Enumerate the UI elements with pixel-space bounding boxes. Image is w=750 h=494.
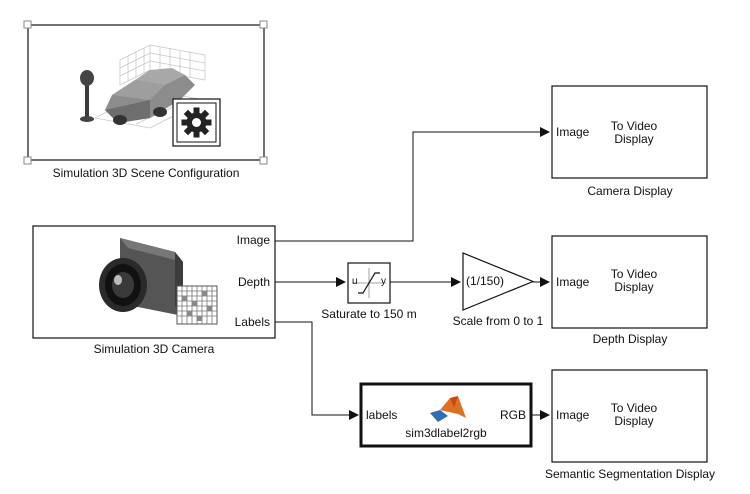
camera-display-line2: Display <box>614 132 654 146</box>
gain-block[interactable] <box>462 252 535 311</box>
label2rgb-port-rgb: RGB <box>499 408 526 422</box>
depth-display-block[interactable] <box>551 235 708 329</box>
camera-display-block[interactable] <box>551 85 708 179</box>
segmentation-display-port: Image <box>556 408 590 422</box>
gain-title: Scale from 0 to 1 <box>452 314 544 328</box>
saturate-title: Saturate to 150 m <box>321 307 417 321</box>
camera-display-line1: To Video <box>610 119 658 133</box>
saturation-block[interactable] <box>347 262 391 304</box>
label2rgb-port-labels: labels <box>366 408 398 422</box>
selection-handle[interactable] <box>23 156 32 165</box>
depth-display-title: Depth Display <box>592 332 668 346</box>
gear-icon <box>172 98 221 147</box>
selection-handle[interactable] <box>259 156 268 165</box>
saturate-port-y: y <box>381 276 386 287</box>
signal-line-image[interactable] <box>275 127 550 242</box>
camera-title: Simulation 3D Camera <box>93 342 215 356</box>
segmentation-display-label: To Video Display <box>594 402 674 428</box>
gain-value: (1/150) <box>466 274 505 288</box>
selection-handle[interactable] <box>259 20 268 29</box>
camera-port-depth: Depth <box>237 275 270 289</box>
matlab-logo-icon <box>430 396 466 422</box>
camera-icon <box>99 238 183 316</box>
grid-icon <box>176 285 218 325</box>
segmentation-display-line2: Display <box>614 414 654 428</box>
scene-config-title: Simulation 3D Scene Configuration <box>52 166 240 180</box>
label2rgb-name: sim3dlabel2rgb <box>405 426 487 440</box>
saturation-curve-icon <box>358 272 380 294</box>
camera-display-label: To Video Display <box>594 120 674 146</box>
depth-display-label: To Video Display <box>594 268 674 294</box>
segmentation-display-title: Semantic Segmentation Display <box>544 467 716 481</box>
segmentation-display-block[interactable] <box>551 369 708 463</box>
camera-display-title: Camera Display <box>587 184 673 198</box>
depth-display-port: Image <box>556 275 590 289</box>
camera-port-labels: Labels <box>234 315 270 329</box>
signal-line-labels[interactable] <box>275 321 359 420</box>
depth-display-line1: To Video <box>610 267 658 281</box>
segmentation-display-line1: To Video <box>610 401 658 415</box>
camera-display-port: Image <box>556 125 590 139</box>
saturate-port-u: u <box>352 276 358 287</box>
depth-display-line2: Display <box>614 280 654 294</box>
camera-port-image: Image <box>236 233 270 247</box>
selection-handle[interactable] <box>23 20 32 29</box>
